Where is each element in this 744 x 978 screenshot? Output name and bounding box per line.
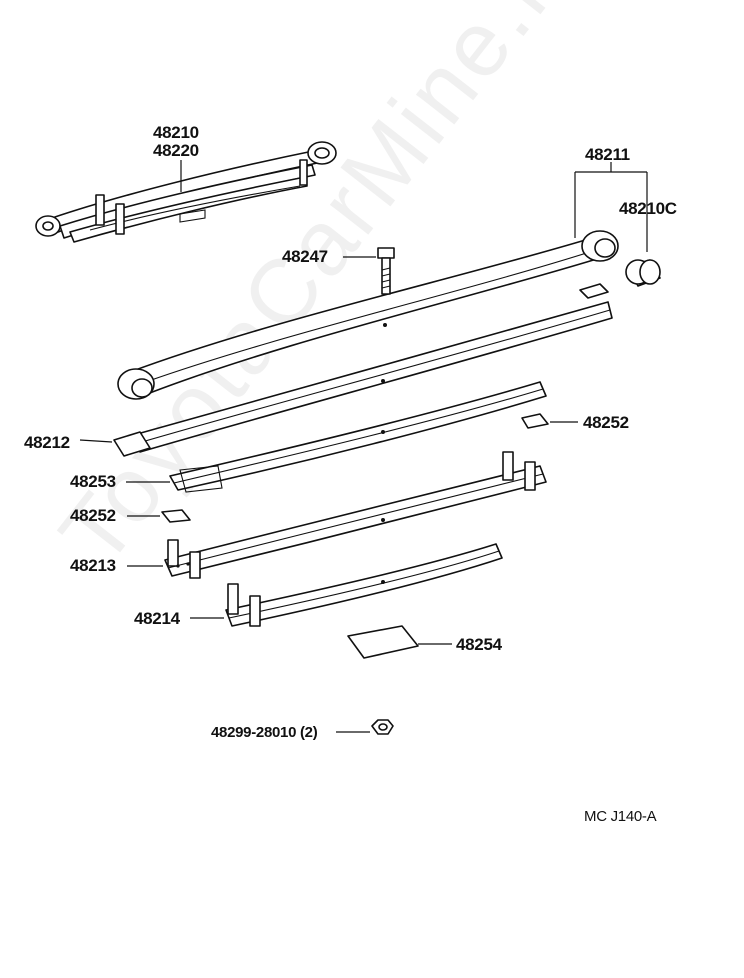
leaf-48212[interactable]	[113, 301, 613, 457]
label-48210: 48210	[153, 123, 199, 142]
figure-code: MC J140-A	[584, 808, 657, 825]
leaf-48253[interactable]	[169, 381, 547, 493]
label-48254: 48254	[456, 635, 502, 654]
spacer-48252-top[interactable]	[579, 283, 609, 299]
label-48210c: 48210C	[619, 199, 677, 218]
leaf-48214[interactable]	[225, 543, 503, 627]
main-leaf-48211[interactable]	[117, 230, 619, 400]
label-48252-right: 48252	[583, 413, 629, 432]
label-48247: 48247	[282, 247, 328, 266]
pad-48252-left[interactable]	[161, 509, 191, 523]
pad-48252-right[interactable]	[521, 413, 549, 429]
label-48299: 48299-28010 (2)	[211, 724, 318, 741]
leaf-48213[interactable]	[164, 451, 547, 579]
plate-48254[interactable]	[347, 625, 419, 659]
label-48214: 48214	[134, 609, 180, 628]
bushing-48210c[interactable]	[625, 259, 661, 287]
label-48212: 48212	[24, 433, 70, 452]
nut-48299[interactable]	[371, 719, 394, 735]
label-48213: 48213	[70, 556, 116, 575]
label-48211: 48211	[585, 145, 630, 164]
bolt-48247[interactable]	[377, 247, 395, 295]
label-48253: 48253	[70, 472, 116, 491]
label-48220: 48220	[153, 141, 199, 160]
leaf-spring-assembly[interactable]	[35, 141, 337, 243]
label-48252-left: 48252	[70, 506, 116, 525]
